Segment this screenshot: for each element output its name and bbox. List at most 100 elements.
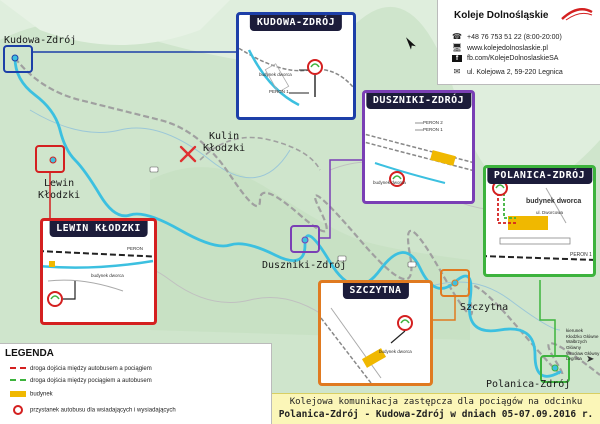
station-building: [49, 261, 55, 267]
inset-title: DUSZNIKI-ZDRÓJ: [365, 93, 472, 109]
bus-route: [374, 162, 446, 184]
bus-icon: [149, 166, 417, 268]
inset-kudowa: KUDOWA-ZDRÓJ budynek dworca PERON 1: [236, 12, 356, 120]
brand-address-row: ✉ ul. Kolejowa 2, 59-220 Legnica: [452, 67, 563, 76]
place-label-duszniki: Duszniki-Zdrój: [262, 260, 347, 271]
bus-stop-icon: [47, 291, 63, 307]
legend-item-label: budynek: [30, 391, 53, 398]
rail-track: [321, 317, 372, 383]
bus-stop-icon: [307, 59, 323, 75]
platform-label: PERON 1: [423, 127, 443, 132]
bus-stop-icon: [13, 405, 23, 415]
inset-map: [321, 307, 413, 383]
facebook-icon: f: [452, 55, 462, 62]
direction-arrow-icon: ➤: [586, 354, 595, 365]
bus-route: [247, 49, 300, 107]
legend-item: przystanek autobusu dla wsiadających i w…: [10, 405, 176, 415]
bus-stop-icon: [310, 63, 320, 68]
inset-title: SZCZYTNA: [342, 283, 409, 299]
bus-stop-icon: [50, 295, 60, 300]
phone-icon: ☎: [452, 32, 462, 41]
legend-item: droga dojścia między autobusem a pociągi…: [10, 366, 152, 372]
place-label-kudowa: Kudowa-Zdrój: [4, 35, 77, 46]
walk-path: [503, 193, 516, 219]
station-marker: [11, 54, 19, 62]
minor-road: [419, 281, 561, 331]
envelope-icon: ✉: [453, 67, 461, 76]
inset-duszniki: DUSZNIKI-ZDRÓJ PERON 2 PERON 1 budynek d…: [362, 90, 475, 204]
walk-path: [390, 330, 406, 344]
platform-label: PERON: [127, 246, 144, 251]
inset-lewin: LEWIN KŁODZKI PERON budynek dworca: [40, 218, 157, 325]
inset-map: [486, 180, 593, 261]
street-label: ul. Dworcowa: [536, 210, 564, 215]
brand-phone: +48 76 753 51 22 (8:00-20:00): [467, 34, 562, 41]
station-marker: [551, 364, 559, 372]
station-box-kudowa: [3, 45, 33, 73]
station-label: budynek dworca: [526, 198, 582, 205]
brand-web-row[interactable]: 🖥 www.kolejedolnoslaskie.pl: [452, 43, 548, 52]
north-arrow-icon: [405, 37, 416, 50]
platform-outline: [499, 237, 571, 245]
brand-box: Koleje Dolnośląskie ☎ +48 76 753 51 22 (8…: [437, 0, 600, 85]
walk-path: [497, 193, 516, 224]
rail-track: [486, 255, 593, 261]
bus-route: [43, 259, 154, 269]
legend-item: droga dojścia między pociągiem a autobus…: [10, 378, 152, 384]
station-label: budynek dworca: [379, 349, 412, 354]
terrain-area: [0, 0, 230, 45]
brand-web[interactable]: www.kolejedolnoslaskie.pl: [467, 45, 548, 52]
direction-line: Wrocław Główny: [566, 350, 600, 356]
connector-line: [539, 280, 556, 356]
minor-road: [47, 279, 124, 292]
place-label-polanica: Polanica-Zdrój: [486, 379, 571, 390]
station-building: [361, 348, 387, 368]
globe-icon: 🖥: [452, 43, 463, 52]
bus-stop-icon: [389, 171, 405, 187]
direction-line: Wałbrzych Główny: [566, 339, 587, 350]
station-marker: [301, 236, 309, 244]
legend-item: budynek: [10, 391, 53, 398]
inset-title: POLANICA-ZDRÓJ: [486, 168, 593, 184]
red-dashed-arrow-icon: [10, 367, 26, 370]
station-marker: [49, 156, 57, 164]
station-label: budynek dworca: [91, 273, 124, 278]
inset-map: [43, 250, 154, 307]
inset-title: LEWIN KŁODZKI: [49, 221, 148, 237]
walk-path: [63, 281, 76, 300]
direction-line: kierunek: [566, 328, 584, 333]
inset-map: [239, 47, 353, 107]
brand-phone-row: ☎ +48 76 753 51 22 (8:00-20:00): [452, 32, 562, 41]
rail-track: [43, 250, 154, 258]
bus-stop-icon: [392, 175, 402, 180]
legend-item-label: droga dojścia między autobusem a pociągi…: [30, 366, 152, 372]
bus-stop-icon: [400, 319, 410, 324]
brand-logo-icon: [561, 8, 593, 21]
rail-track: [365, 133, 472, 163]
place-label-lewin: Lewin Kłodzki: [38, 178, 81, 201]
minor-road: [330, 307, 382, 379]
brand-address: ul. Kolejowa 2, 59-220 Legnica: [467, 69, 563, 76]
connector-line: [319, 159, 362, 239]
bus-route: [13, 56, 562, 378]
brand-name: Koleje Dolnośląskie: [454, 10, 549, 21]
green-dashed-arrow-icon: [10, 379, 26, 382]
brand-facebook-row[interactable]: f fb.com/KolejeDolnoslaskieSA: [452, 55, 558, 62]
station-building: [508, 216, 548, 230]
platform-label: PERON 1: [269, 89, 289, 94]
legend: LEGENDA droga dojścia między autobusem a…: [0, 343, 272, 424]
legend-item-label: droga dojścia między pociągiem a autobus…: [30, 378, 152, 384]
direction-note: kierunek Kłodzko Główne Wałbrzych Główny…: [566, 328, 600, 362]
legend-title: LEGENDA: [5, 348, 54, 359]
inset-szczytna: SZCZYTNA budynek dworca: [318, 280, 433, 386]
direction-line: Legnica: [566, 356, 582, 362]
rail-track: [365, 141, 472, 171]
brand-facebook[interactable]: fb.com/KolejeDolnoslaskieSA: [467, 55, 559, 62]
banner-line-2: Polanica-Zdrój - Kudowa-Zdrój w dniach 0…: [278, 409, 594, 420]
bus-stop-icon: [397, 315, 413, 331]
banner-line-1: Kolejowa komunikacja zastępcza dla pocią…: [289, 397, 583, 407]
inset-polanica: POLANICA-ZDRÓJ budynek dworca ul. Dworco…: [483, 165, 596, 277]
platform-label: PERON 2: [423, 120, 443, 125]
station-building: [430, 150, 456, 166]
building-swatch: [10, 391, 26, 397]
